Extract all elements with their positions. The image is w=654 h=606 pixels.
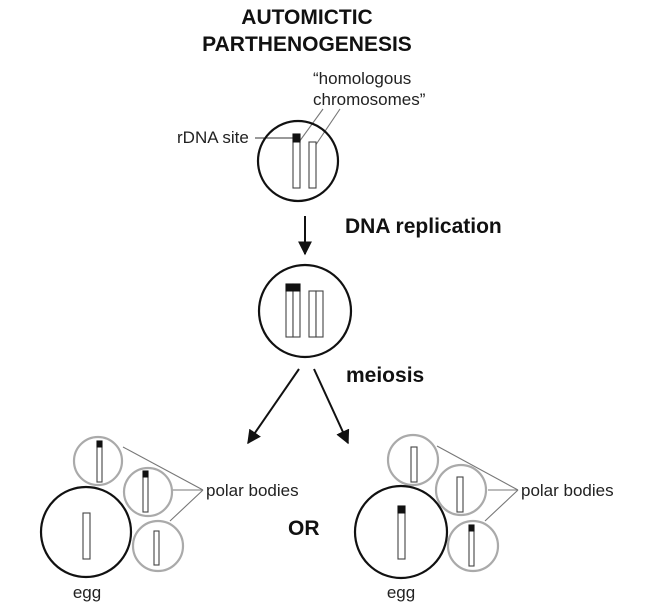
egg-left-chromosome	[82, 512, 91, 560]
polar-body-right-1	[386, 433, 440, 487]
homologous-label-line-2: chromosomes”	[313, 90, 426, 109]
polar-bodies-label-left: polar bodies	[206, 481, 299, 500]
polar-body-left-2	[122, 466, 174, 518]
egg-label-right: egg	[387, 583, 415, 602]
chromatid-1a	[285, 283, 294, 338]
initial-cell-membrane	[256, 119, 340, 203]
polar-body-right-3-rdna	[468, 524, 475, 532]
chromatid-2b	[315, 290, 324, 338]
egg-right-rdna	[397, 505, 406, 514]
title-line-1: AUTOMICTIC	[241, 6, 372, 29]
chromatid-2a	[308, 290, 317, 338]
polar-leader-left-1	[122, 446, 204, 491]
meiosis-arrow-right	[313, 368, 350, 445]
homologous-leader-line-1	[298, 108, 324, 143]
rdna-site-marker	[292, 133, 301, 143]
polar-leader-right-1	[436, 445, 519, 491]
egg-left	[39, 485, 133, 579]
meiosis-arrow-left	[247, 368, 300, 445]
polar-body-right-2-chromosome	[456, 476, 464, 513]
chromatid-1b	[292, 283, 301, 338]
egg-right-chromosome	[397, 505, 406, 560]
outcome-left: polar bodies egg	[39, 435, 299, 602]
meiosis-label: meiosis	[346, 364, 424, 387]
rdna-site-label: rDNA site	[177, 128, 249, 147]
polar-body-left-1	[72, 435, 124, 487]
title-line-2: PARTHENOGENESIS	[202, 33, 412, 56]
homologous-label-line-1: “homologous	[313, 69, 411, 88]
rdna-marker-1a	[285, 283, 294, 292]
polar-body-left-1-rdna	[96, 440, 103, 448]
dna-replication-label: DNA replication	[345, 215, 502, 238]
polar-leader-right-3	[484, 489, 519, 522]
polar-body-right-2	[434, 463, 488, 517]
polar-body-left-3-chromosome	[153, 530, 160, 566]
replicated-cell-membrane	[257, 263, 353, 359]
rdna-marker-1b	[292, 283, 301, 292]
replicated-cell	[257, 263, 353, 359]
polar-body-left-2-rdna	[142, 470, 149, 478]
egg-right	[353, 484, 449, 580]
egg-label-left: egg	[73, 583, 101, 602]
outcome-right: polar bodies egg	[353, 433, 614, 602]
polar-body-right-3	[446, 519, 500, 573]
polar-body-left-3	[131, 519, 185, 573]
homologous-leader-line-2	[314, 108, 341, 147]
initial-cell	[256, 119, 340, 203]
chromosome-homolog-2	[308, 141, 317, 189]
or-label: OR	[288, 517, 320, 540]
polar-leader-left-3	[169, 489, 204, 522]
polar-body-right-1-chromosome	[410, 446, 418, 483]
polar-bodies-label-right: polar bodies	[521, 481, 614, 500]
